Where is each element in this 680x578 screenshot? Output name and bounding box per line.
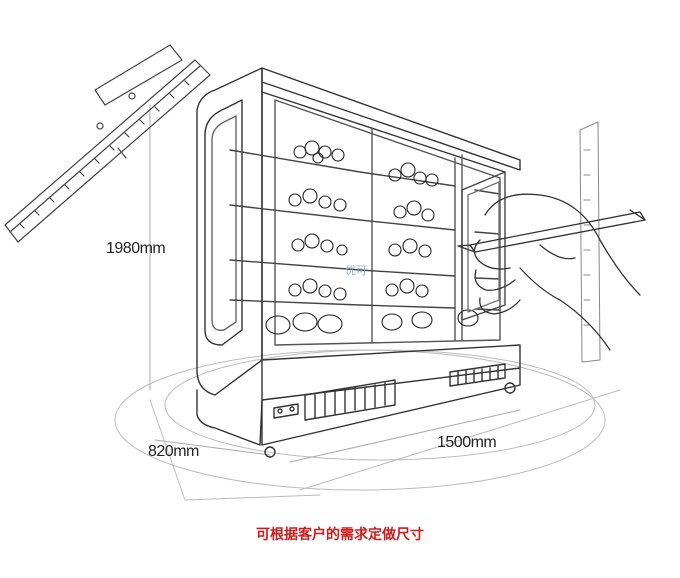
food-cluster-row4-right: [385, 278, 429, 298]
dimension-guides: [149, 104, 521, 463]
ruler-right: [579, 121, 601, 363]
food-items: [265, 140, 479, 335]
food-cluster-row2-right: [393, 200, 435, 222]
food-cluster-row1-right: [388, 162, 439, 187]
cabinet-top: [261, 67, 521, 361]
custom-size-caption: 可根据客户的需求定做尺寸: [256, 527, 424, 543]
food-cluster-row3-left: [291, 233, 348, 256]
cabinet-base: [261, 344, 521, 458]
width-dimension-label: 1500mm: [437, 434, 497, 451]
depth-dimension-label: 820mm: [148, 443, 199, 460]
watermark-logo: 优可: [345, 264, 367, 277]
right-glass-door: [461, 171, 506, 321]
food-cluster-row2-left: [288, 188, 347, 212]
shelves: [229, 149, 501, 311]
food-cluster-row3-right: [388, 238, 432, 258]
food-cluster-row1-left: [293, 140, 345, 164]
food-cluster-row4-left: [288, 278, 347, 301]
floor-shadow-lines: [114, 349, 621, 501]
hand-with-pencil: [457, 193, 646, 351]
height-dimension-label: 1980mm: [106, 240, 166, 257]
ruler-top-left: [4, 44, 211, 243]
food-cluster-bottom: [265, 309, 479, 335]
cabinet-side-panel: [196, 67, 263, 446]
